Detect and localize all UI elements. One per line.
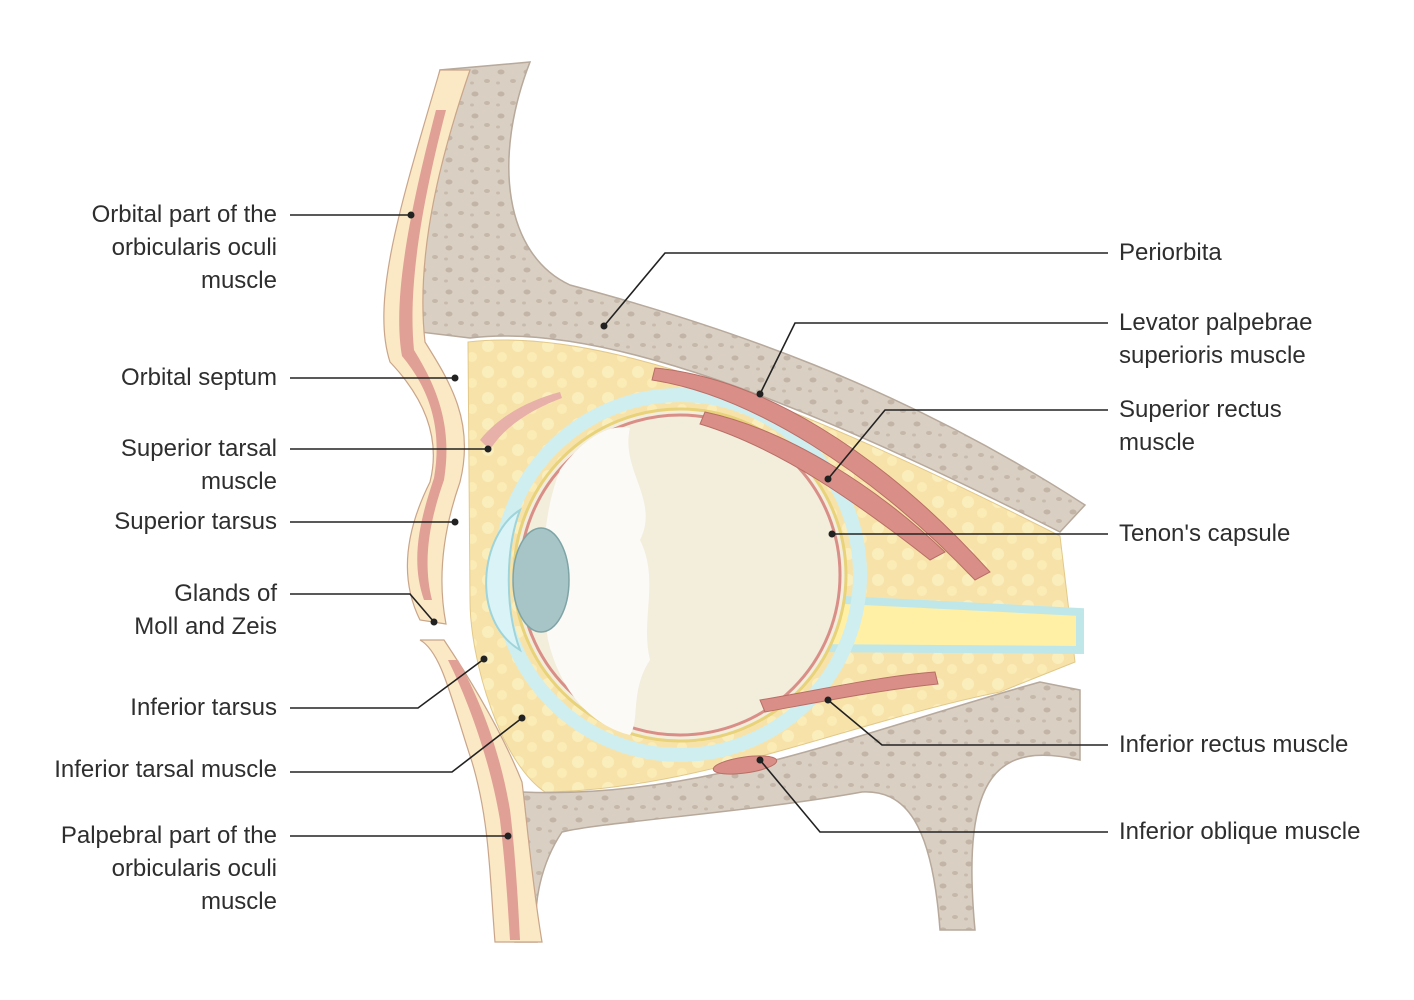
- leader-dots: [407, 211, 836, 840]
- label-inferior-oblique: Inferior oblique muscle: [1119, 818, 1361, 845]
- label-superior-tarsus: Superior tarsus: [114, 508, 277, 535]
- label-inferior-tarsus: Inferior tarsus: [130, 694, 277, 721]
- leader-inferior-tarsus: [290, 658, 485, 709]
- leader-inferior-tarsal-muscle: [290, 717, 523, 773]
- leader-inferior-rectus: [827, 699, 1108, 746]
- label-periorbita: Periorbita: [1119, 239, 1222, 266]
- lens: [512, 527, 570, 633]
- superior-tarsal-shape: [480, 392, 562, 450]
- leader-periorbita: [603, 252, 1108, 327]
- leader-superior-rectus: [827, 409, 1108, 480]
- upper-eyelid: [383, 69, 471, 625]
- orbicularis-upper: [399, 110, 447, 600]
- inferior-rectus-shape: [759, 671, 939, 713]
- label-tenons-capsule: Tenon's capsule: [1119, 520, 1291, 547]
- leader-glands-moll-zeis: [290, 593, 435, 623]
- label-inferior-tarsal-muscle: Inferior tarsal muscle: [54, 756, 277, 783]
- label-inferior-rectus: Inferior rectus muscle: [1119, 731, 1349, 758]
- leader-inferior-oblique: [759, 759, 1108, 833]
- label-orbital-septum: Orbital septum: [120, 364, 277, 391]
- leader-levator: [759, 322, 1108, 395]
- leader-lines: [290, 214, 1108, 837]
- orbicularis-lower: [448, 660, 520, 940]
- superior-rectus-shape: [699, 411, 946, 561]
- vitreous-light: [543, 427, 650, 735]
- cornea: [485, 507, 522, 653]
